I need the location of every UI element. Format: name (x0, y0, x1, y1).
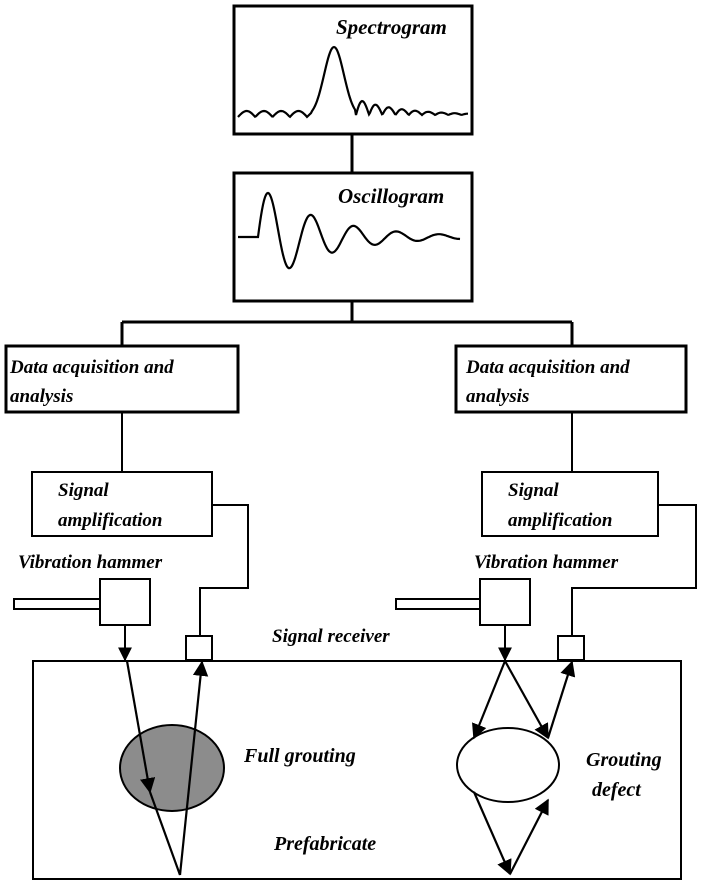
branch-connector (120, 301, 574, 346)
left-vibration-hammer-label: Vibration hammer (18, 552, 163, 573)
right-daq-label-line2: analysis (466, 386, 529, 407)
spectrogram-panel: Spectrogram (232, 4, 474, 136)
right-daq-label-line1: Data acquisition and (465, 357, 630, 378)
oscillogram-title: Oscillogram (338, 184, 444, 208)
left-daq-label-line2: analysis (10, 386, 73, 407)
left-amp-label-line2: amplification (58, 510, 163, 531)
left-vibration-hammer (13, 578, 151, 626)
right-signal-receiver (557, 635, 585, 661)
oscillogram-curve (238, 191, 461, 270)
oscillogram-panel: Oscillogram (232, 171, 474, 303)
right-amp-label-line1: Signal (508, 480, 559, 501)
left-amp-to-receiver-wire (199, 504, 249, 636)
right-signal-amplification-box: Signal amplification (481, 471, 659, 537)
spectrogram-curve (237, 45, 468, 119)
right-vibration-hammer-label: Vibration hammer (474, 552, 619, 573)
prefabricate-body (32, 660, 682, 880)
left-signal-amplification-box: Signal amplification (31, 471, 213, 537)
left-data-acquisition-box: Data acquisition and analysis (4, 344, 240, 414)
full-grouting-region (119, 724, 225, 812)
right-amp-to-receiver-wire (571, 504, 697, 636)
signal-receiver-label: Signal receiver (272, 626, 390, 647)
right-wave-path (472, 660, 576, 876)
grouting-defect-label-line1: Grouting (586, 749, 662, 771)
left-wave-path (125, 660, 209, 876)
grouting-defect-region (456, 727, 560, 803)
left-signal-receiver (185, 635, 213, 661)
full-grouting-label: Full grouting (243, 745, 356, 767)
right-vibration-hammer (395, 578, 531, 626)
right-amp-label-line2: amplification (508, 510, 613, 531)
right-data-acquisition-box: Data acquisition and analysis (454, 344, 688, 414)
left-daq-label-line1: Data acquisition and (9, 357, 174, 378)
prefabricate-label: Prefabricate (273, 833, 376, 855)
spectrogram-title: Spectrogram (336, 15, 447, 39)
grouting-defect-label-line2: defect (592, 779, 642, 801)
left-amp-label-line1: Signal (58, 480, 109, 501)
